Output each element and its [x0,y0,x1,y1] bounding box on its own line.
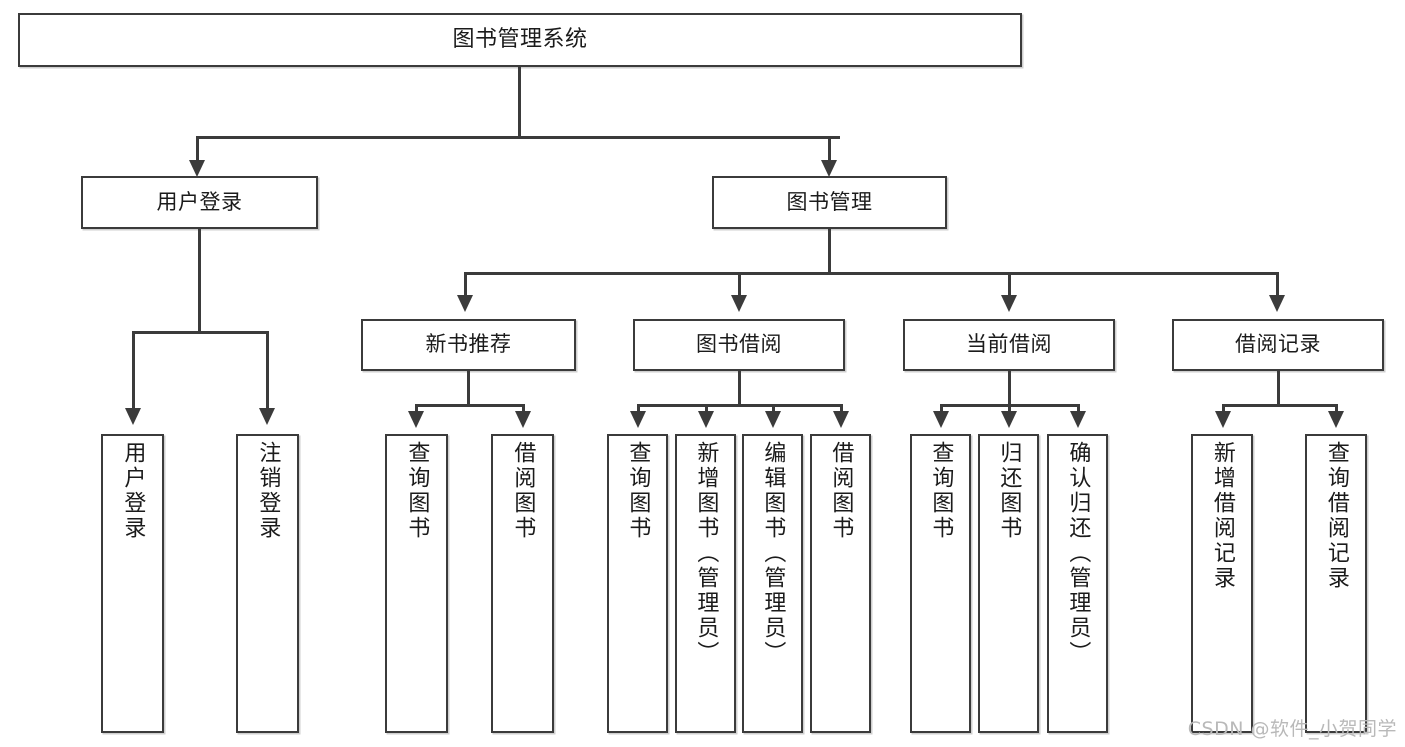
leaf-logout-login[interactable]: 注销登录 [236,434,299,733]
arrowhead-icon [933,411,949,428]
leaf-user-login[interactable]: 用户登录 [101,434,164,733]
connector-book-manage-stem [828,229,831,275]
arrowhead-icon [189,160,205,177]
connector-user-login-drop-2 [266,331,269,411]
leaf-query-book-3[interactable]: 查询图书 [910,434,971,733]
node-label: 新书推荐 [425,332,512,357]
leaf-label: 新增图书（管理员） [693,441,719,666]
leaf-label: 借阅图书 [510,441,536,541]
arrowhead-icon [408,411,424,428]
node-book-manage[interactable]: 图书管理 [712,176,947,229]
node-label: 用户登录 [156,189,243,214]
arrowhead-icon [1001,295,1017,312]
connector-user-login-stem [198,229,201,333]
arrowhead-icon [833,411,849,428]
arrowhead-icon [125,408,141,425]
arrowhead-icon [1328,411,1344,428]
arrowhead-icon [457,295,473,312]
leaf-label: 编辑图书（管理员） [760,441,786,666]
arrowhead-icon [1269,295,1285,312]
connector-book-manage-drop-2 [738,272,741,298]
connector-borrow-record-drop-1 [1222,404,1225,413]
leaf-label: 借阅图书 [828,441,854,541]
node-label: 图书借阅 [696,332,782,357]
leaf-query-book-2[interactable]: 查询图书 [607,434,668,733]
watermark-text: CSDN @软件_小贺同学 [1187,718,1397,740]
arrowhead-icon [1070,411,1086,428]
connector-book-manage-drop-3 [1008,272,1011,298]
connector-new-book-stem [467,371,470,406]
arrowhead-icon [259,408,275,425]
connector-root-stem [518,67,521,138]
connector-current-borrow-drop-2 [1008,404,1011,413]
connector-book-manage-drop-1 [464,272,467,298]
connector-root-drop-left [196,136,199,164]
connector-book-borrow-drop-2 [705,404,708,413]
arrowhead-icon [698,411,714,428]
arrowhead-icon [515,411,531,428]
node-book-borrow[interactable]: 图书借阅 [633,319,845,371]
leaf-label: 查询图书 [625,441,651,541]
leaf-label: 查询图书 [404,441,430,541]
node-label: 借阅记录 [1235,332,1321,357]
leaf-label: 查询借阅记录 [1323,441,1349,591]
connector-book-manage-bus [464,272,1279,275]
connector-book-borrow-stem [738,371,741,406]
node-new-book-recommend[interactable]: 新书推荐 [361,319,576,371]
connector-book-borrow-drop-4 [840,404,843,413]
connector-book-borrow-bus [637,404,841,407]
connector-user-login-drop-1 [132,331,135,411]
leaf-edit-book-admin[interactable]: 编辑图书（管理员） [742,434,803,733]
connector-root-drop-right [828,136,831,164]
node-borrow-record[interactable]: 借阅记录 [1172,319,1384,371]
leaf-confirm-return-admin[interactable]: 确认归还（管理员） [1047,434,1108,733]
leaf-return-book[interactable]: 归还图书 [978,434,1039,733]
connector-book-borrow-drop-3 [772,404,775,413]
node-user-login[interactable]: 用户登录 [81,176,318,229]
connector-borrow-record-bus [1222,404,1337,407]
connector-root-bus [196,136,840,139]
connector-current-borrow-drop-3 [1077,404,1080,413]
arrowhead-icon [1215,411,1231,428]
arrowhead-icon [821,160,837,177]
arrowhead-icon [731,295,747,312]
arrowhead-icon [630,411,646,428]
connector-borrow-record-stem [1277,371,1280,406]
connector-new-book-bus [415,404,525,407]
leaf-label: 查询图书 [928,441,954,541]
leaf-borrow-book-2[interactable]: 借阅图书 [810,434,871,733]
leaf-label: 用户登录 [120,441,146,541]
connector-current-borrow-drop-1 [940,404,943,413]
node-current-borrow[interactable]: 当前借阅 [903,319,1115,371]
arrowhead-icon [1001,411,1017,428]
leaf-label: 归还图书 [996,441,1022,541]
leaf-query-borrow-record[interactable]: 查询借阅记录 [1305,434,1367,733]
node-book-management-system[interactable]: 图书管理系统 [18,13,1022,67]
connector-book-borrow-drop-1 [637,404,640,413]
leaf-borrow-book-1[interactable]: 借阅图书 [491,434,554,733]
leaf-add-book-admin[interactable]: 新增图书（管理员） [675,434,736,733]
arrowhead-icon [765,411,781,428]
connector-current-borrow-stem [1008,371,1011,406]
connector-book-manage-drop-4 [1276,272,1279,298]
connector-new-book-drop-1 [415,404,418,413]
leaf-label: 注销登录 [255,441,281,541]
leaf-label: 确认归还（管理员） [1065,441,1091,666]
connector-user-login-bus [132,331,269,334]
node-label: 图书管理系统 [452,26,588,52]
leaf-query-book-1[interactable]: 查询图书 [385,434,448,733]
node-label: 图书管理 [786,189,873,214]
leaf-add-borrow-record[interactable]: 新增借阅记录 [1191,434,1253,733]
node-label: 当前借阅 [966,332,1052,357]
leaf-label: 新增借阅记录 [1209,441,1235,591]
connector-borrow-record-drop-2 [1335,404,1338,413]
connector-new-book-drop-2 [522,404,525,413]
